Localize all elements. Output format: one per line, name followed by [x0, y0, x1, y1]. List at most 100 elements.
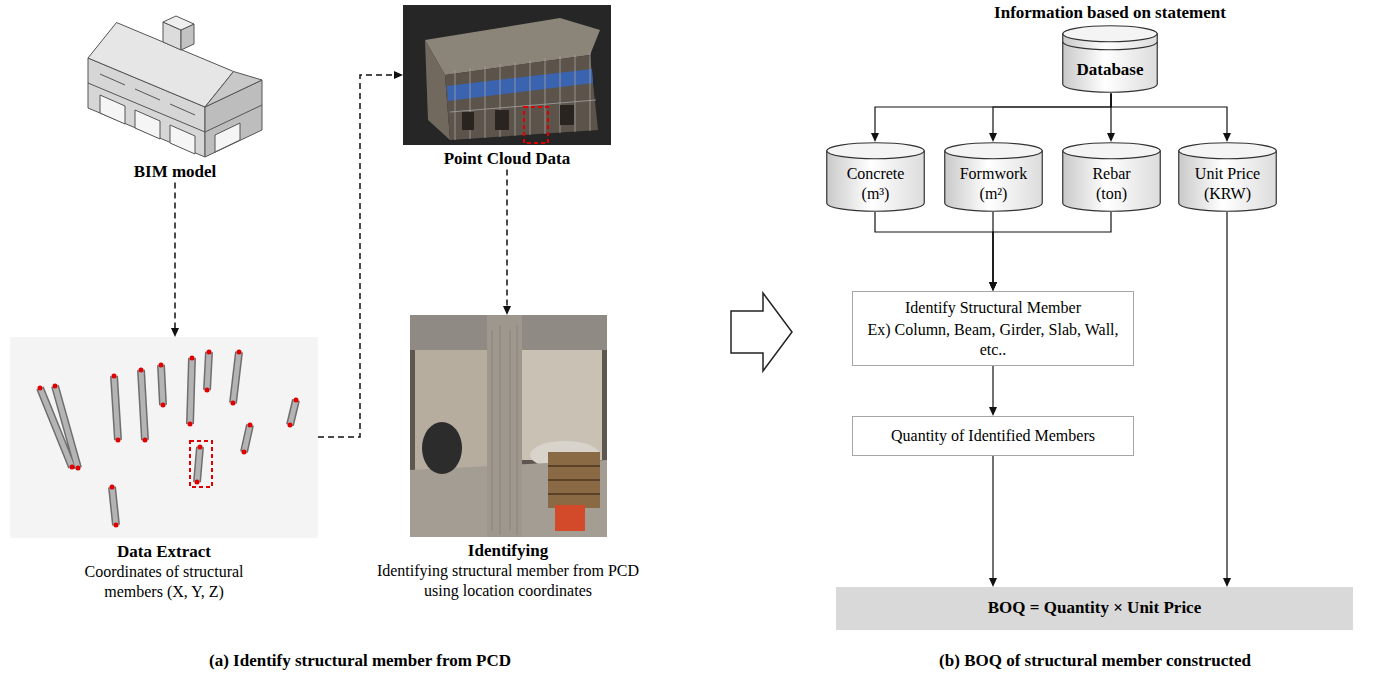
- connector: [871, 93, 1111, 142]
- arrowhead: [171, 328, 179, 337]
- image-panel: BIM model: [85, 5, 265, 182]
- cylinder-top: [1179, 143, 1277, 159]
- column-extract-drawing: [40, 352, 296, 525]
- connector: [875, 212, 997, 291]
- connector-line: [993, 93, 1111, 133]
- cylinder-face: Formwork (m²): [944, 158, 1043, 209]
- bim-house-drawing: [205, 72, 262, 108]
- box-label: Ex) Column, Beam, Girder, Slab, Wall, et…: [863, 320, 1123, 358]
- point-cloud-image: [403, 5, 611, 145]
- connector-line: [318, 75, 394, 437]
- cylinder-label: Rebar (ton): [1076, 164, 1148, 202]
- bim-house-drawing: [88, 23, 234, 108]
- cylinder-body: [1063, 34, 1158, 93]
- connector: [503, 169, 511, 315]
- connector: [989, 93, 1111, 142]
- point-cloud-image: [403, 5, 611, 145]
- image-panel: Point Cloud Data: [403, 5, 611, 169]
- box-label: Identify Structural Member: [905, 298, 1081, 317]
- site-photo: [410, 315, 607, 537]
- image-description: Identifying structural member from PCD u…: [363, 561, 653, 599]
- cylinder-label: Unit Price (KRW): [1192, 164, 1264, 202]
- bim-house-drawing: [100, 95, 125, 124]
- hollow-arrow: [731, 293, 792, 371]
- cylinder-top: [827, 143, 925, 159]
- panel-caption: (a) Identify structural member from PCD: [60, 651, 660, 671]
- arrowhead: [394, 71, 403, 79]
- arrowhead: [989, 407, 997, 416]
- connector: [989, 366, 997, 416]
- cylinder-body: [827, 151, 925, 212]
- arrowhead: [1107, 133, 1115, 142]
- column-extract-drawing: [40, 352, 296, 525]
- image-area: [363, 315, 653, 541]
- connector: [1223, 212, 1231, 587]
- connector-line: [174, 182, 176, 328]
- box-label: BOQ = Quantity × Unit Price: [988, 598, 1201, 618]
- image-title: Data Extract: [10, 542, 318, 562]
- cylinder-wrap: Database: [1062, 25, 1158, 93]
- database-cylinder: Information based on statementDatabase: [980, 3, 1240, 93]
- cylinder-face: Concrete (m³): [826, 158, 925, 209]
- image-panel: IdentifyingIdentifying structural member…: [363, 315, 653, 600]
- cylinder-label: Concrete (m³): [840, 164, 912, 202]
- bim-house-drawing: [215, 123, 240, 152]
- bim-house-drawing: [163, 16, 194, 30]
- point-cloud-image: [495, 110, 509, 130]
- connector: [989, 212, 1111, 291]
- data-cylinder: Concrete (m³): [826, 142, 925, 212]
- cylinder-top: [1063, 26, 1158, 42]
- box-label: Quantity of Identified Members: [891, 426, 1095, 445]
- cylinder-shape: [1062, 25, 1158, 93]
- data-cylinder: Formwork (m²): [944, 142, 1043, 212]
- connector: [318, 71, 403, 437]
- connector-line: [993, 212, 1111, 282]
- site-photo: [548, 452, 600, 508]
- panel-caption: (b) BOQ of structural member constructed: [795, 651, 1374, 671]
- cylinder-face: Rebar (ton): [1062, 158, 1161, 209]
- image-area: [403, 5, 611, 149]
- cylinder-body: [1063, 151, 1161, 212]
- site-photo: [548, 466, 600, 494]
- arrowhead: [989, 578, 997, 587]
- connector-line: [1226, 212, 1227, 578]
- database-label: Database: [1076, 60, 1143, 80]
- cylinder-body: [945, 151, 1043, 212]
- cylinder-band: [1063, 42, 1158, 50]
- image-panel: Data ExtractCoordinates of structural me…: [10, 337, 318, 601]
- process-box: Identify Structural MemberEx) Column, Be…: [852, 291, 1134, 366]
- point-cloud-image: [560, 105, 574, 125]
- result-box: BOQ = Quantity × Unit Price: [836, 587, 1353, 630]
- cylinder-top: [1063, 143, 1161, 159]
- database-heading: Information based on statement: [980, 3, 1240, 23]
- connector-line: [992, 366, 993, 407]
- caption-slot: (a) Identify structural member from PCD: [60, 651, 660, 671]
- bim-house-drawing: [170, 125, 195, 154]
- process-box: Quantity of Identified Members: [852, 416, 1134, 456]
- connector-line: [992, 456, 993, 578]
- image-title: Identifying: [363, 541, 653, 561]
- image-title: BIM model: [85, 162, 265, 182]
- arrowhead: [1223, 578, 1231, 587]
- column-extract-drawing: [10, 337, 318, 538]
- point-cloud-image: [447, 69, 593, 101]
- site-photo: [492, 325, 517, 535]
- data-cylinder: Rebar (ton): [1062, 142, 1161, 212]
- connector: [989, 456, 997, 587]
- data-cylinder: Unit Price (KRW): [1178, 142, 1277, 212]
- caption-slot: (b) BOQ of structural member constructed: [795, 651, 1374, 671]
- image-area: [85, 5, 265, 162]
- column-extract-drawing: [190, 441, 212, 487]
- arrowhead: [989, 133, 997, 142]
- bim-house-drawing: [135, 110, 160, 139]
- cylinder-label: Formwork (m²): [958, 164, 1030, 202]
- cylinder-face: Database: [1062, 49, 1158, 90]
- image-title: Point Cloud Data: [403, 149, 611, 169]
- arrowhead: [1223, 133, 1231, 142]
- image-area: [10, 337, 318, 542]
- arrowhead: [871, 133, 879, 142]
- image-description: Coordinates of structural members (X, Y,…: [64, 562, 264, 600]
- connector-line: [875, 93, 1111, 133]
- connector: [1111, 93, 1231, 142]
- column-extract-drawing: [10, 337, 318, 538]
